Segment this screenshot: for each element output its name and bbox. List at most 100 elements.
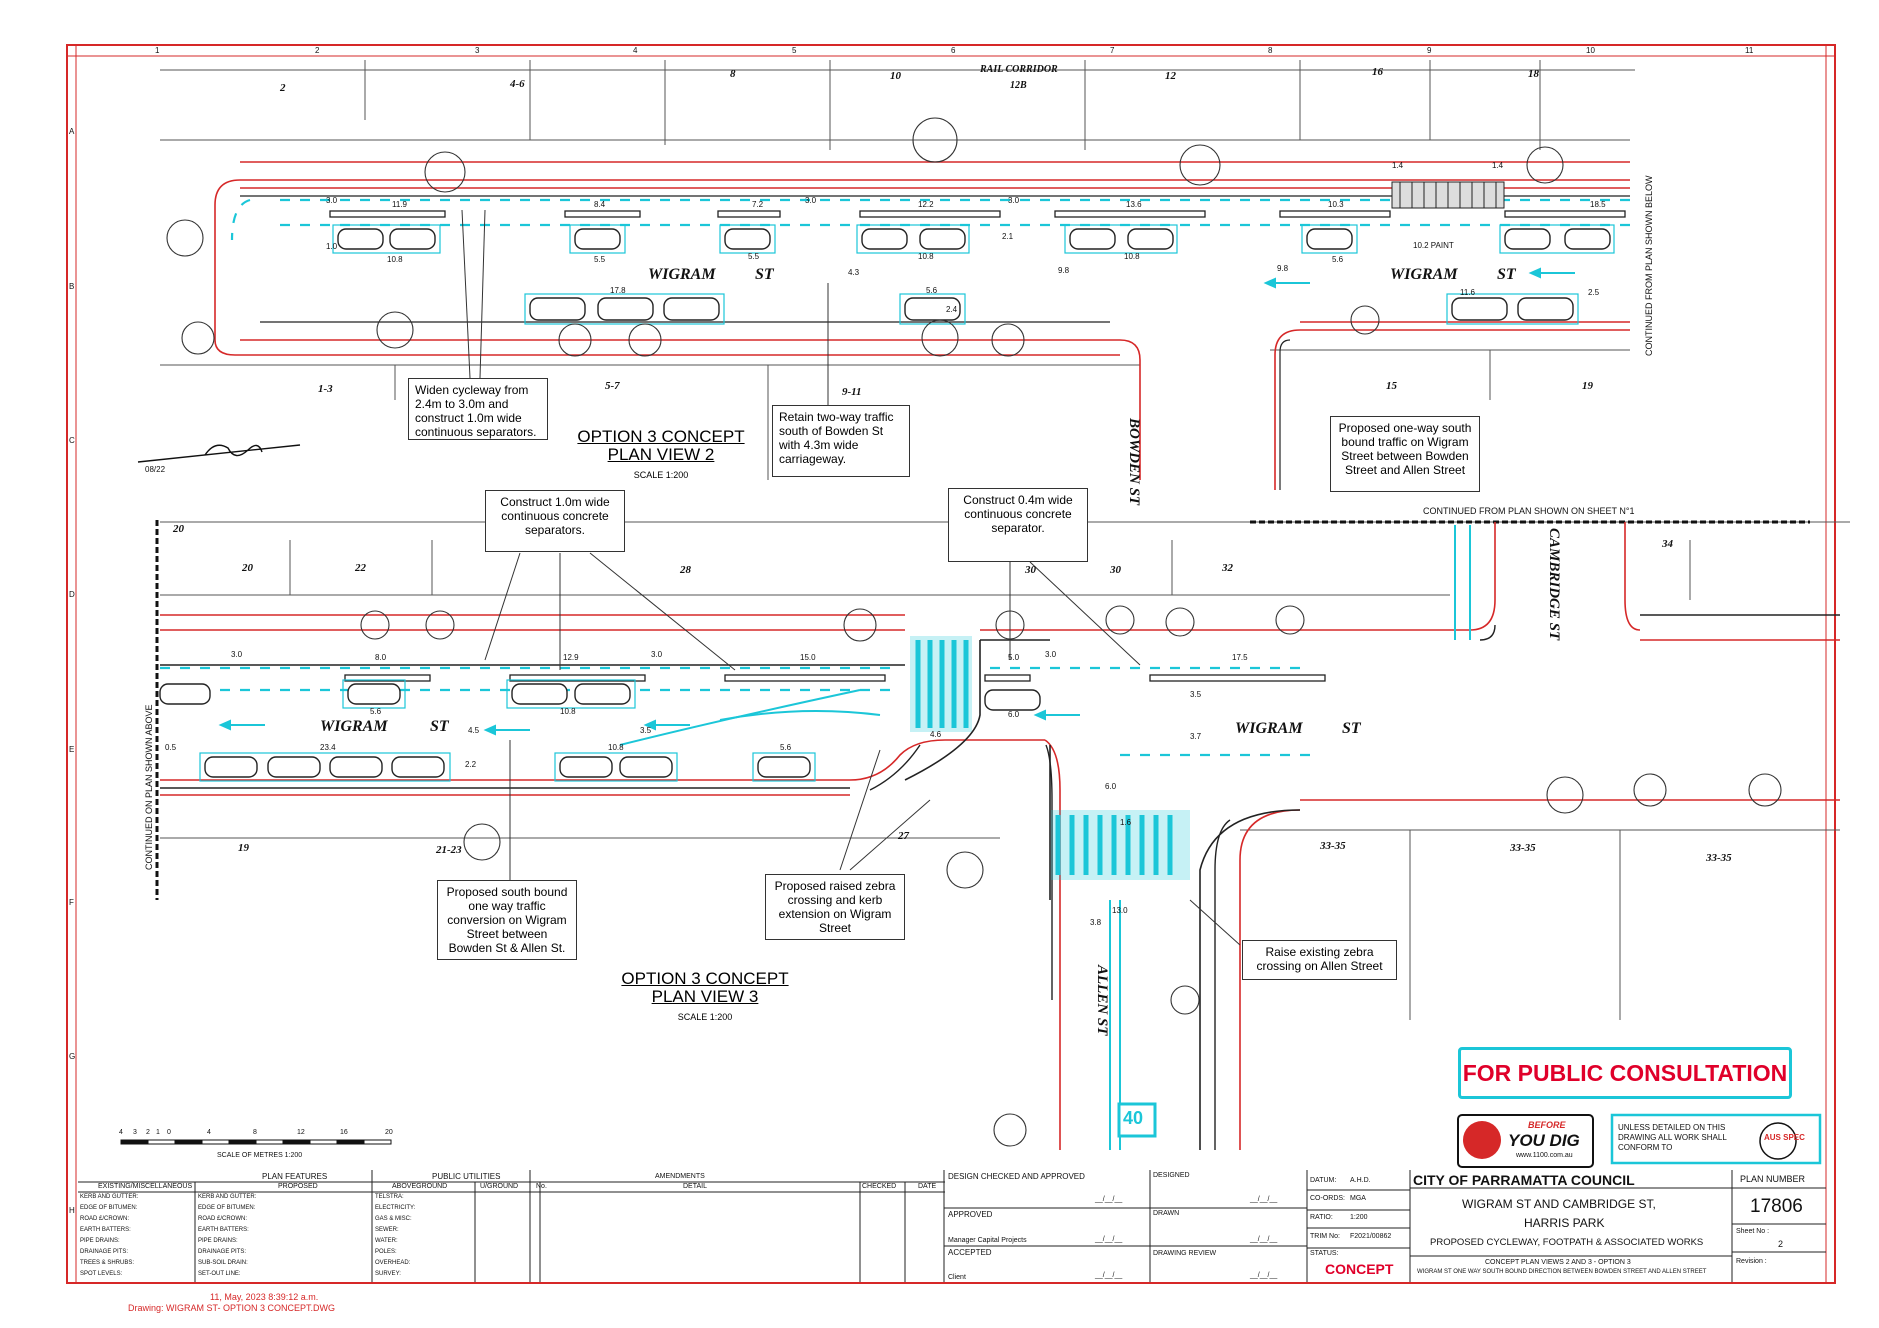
plan-view-3-title-line2: PLAN VIEW 3 — [651, 987, 759, 1006]
meta-status-key: STATUS: — [1310, 1250, 1339, 1257]
dimension-label: 1.6 — [1120, 818, 1132, 827]
note-raise-existing-zebra: Raise existing zebra crossing on Allen S… — [1242, 940, 1397, 980]
scale-bar-tick: 20 — [385, 1129, 393, 1136]
legend-existing-row: TREES & SHRUBS: — [80, 1260, 135, 1266]
grid-label: 10 — [1586, 46, 1595, 55]
dimension-label: 5.0 — [1008, 653, 1020, 662]
dimension-label: 2.5 — [1588, 288, 1600, 297]
lot-number: 19 — [238, 842, 249, 854]
dimension-label: 4.6 — [930, 730, 942, 739]
grid-label: B — [69, 282, 75, 291]
meta-coords-value: MGA — [1350, 1195, 1366, 1202]
dimension-label: 5.6 — [1332, 255, 1344, 264]
grid-label: 4 — [633, 46, 638, 55]
grid-label: E — [69, 745, 75, 754]
dimension-label: 3.0 — [805, 196, 817, 205]
grid-label: F — [69, 898, 74, 907]
amendments-date: DATE — [918, 1183, 937, 1190]
street-name-st: ST — [755, 266, 774, 283]
street-name-wigram: WIGRAM — [1390, 266, 1458, 283]
lot-number: 21-23 — [436, 844, 462, 856]
signoff-design-checked: DESIGN CHECKED AND APPROVED — [948, 1172, 1085, 1181]
lot-number: 4-6 — [510, 78, 525, 90]
amendments-no: No. — [536, 1183, 547, 1190]
grid-label: H — [69, 1206, 75, 1215]
legend-utility-row: GAS & MISC: — [375, 1216, 412, 1222]
lot-number: 27 — [898, 830, 909, 842]
legend-proposed-row: DRAINAGE PITS: — [198, 1249, 247, 1255]
meta-ratio-key: RATIO: — [1310, 1214, 1333, 1221]
street-name-wigram: WIGRAM — [320, 718, 388, 735]
legend-utility-row: ELECTRICITY: — [375, 1205, 416, 1211]
dimension-label: 17.8 — [610, 286, 626, 295]
legend-existing-row: SPOT LEVELS: — [80, 1271, 123, 1277]
lot-number: 12 — [1165, 70, 1176, 82]
legend-existing-row: EARTH BATTERS: — [80, 1227, 131, 1233]
plan-view-3-scale: SCALE 1:200 — [677, 1012, 733, 1022]
lot-number: 5-7 — [605, 380, 620, 392]
project-line2: HARRIS PARK — [1524, 1216, 1605, 1230]
legend-existing-row: KERB AND GUTTER: — [80, 1194, 139, 1200]
legend-proposed-row: SET-OUT LINE: — [198, 1271, 241, 1277]
dimension-label: 7.2 — [752, 200, 764, 209]
dimension-label: 1.4 — [1392, 161, 1404, 170]
legend-proposed-row: EDGE OF BITUMEN: — [198, 1205, 256, 1211]
note-retain-two-way: Retain two-way traffic south of Bowden S… — [772, 405, 910, 477]
legend-proposed: PROPOSED — [278, 1183, 318, 1190]
legend-public-utilities: PUBLIC UTILITIES — [432, 1172, 501, 1181]
dimension-label: 3.0 — [651, 650, 663, 659]
signoff-blank-date: __/__/__ — [1250, 1196, 1278, 1203]
plan-view-2-title-line2: PLAN VIEW 2 — [607, 445, 715, 464]
dimension-label: 17.5 — [1232, 653, 1248, 662]
lot-number: 32 — [1222, 562, 1233, 574]
grid-label: 9 — [1427, 46, 1432, 55]
street-name-st: ST — [1342, 720, 1361, 737]
scale-bar-tick: 0 — [167, 1129, 171, 1136]
dimension-label: 6.0 — [1008, 710, 1020, 719]
lot-number: 20 — [173, 523, 184, 535]
footer: 11, May, 2023 8:39:12 a.m. Drawing: WIGR… — [128, 1292, 335, 1314]
note-widen-cycleway: Widen cycleway from 2.4m to 3.0m and con… — [408, 378, 548, 440]
dimension-label: 10.2 PAINT — [1413, 241, 1454, 250]
dimension-label: 11.6 — [1460, 288, 1475, 297]
scale-bar-tick: 4 — [119, 1129, 123, 1136]
dyd-logo-icon — [1463, 1121, 1501, 1159]
meta-coords-key: CO-ORDS: — [1310, 1195, 1345, 1202]
lot-number: 28 — [680, 564, 691, 576]
dimension-label: 2.2 — [465, 760, 477, 769]
footer-drawing: Drawing: WIGRAM ST- OPTION 3 CONCEPT.DWG — [128, 1303, 336, 1313]
scale-bar-tick: 8 — [253, 1129, 257, 1136]
legend-proposed-row: KERB AND GUTTER: — [198, 1194, 257, 1200]
scale-bar-tick: 2 — [146, 1129, 150, 1136]
note-one-way-lower: Proposed south bound one way traffic con… — [437, 880, 577, 960]
lot-number: 30 — [1025, 564, 1036, 576]
dimension-label: 12.9 — [563, 653, 579, 662]
legend-utility-row: WATER: — [375, 1238, 398, 1244]
note-construct-04-separator: Construct 0.4m wide continuous concrete … — [948, 488, 1088, 562]
dyd-you-dig: YOU DIG — [1508, 1131, 1580, 1150]
street-name-st: ST — [430, 718, 449, 735]
lot-number: 15 — [1386, 380, 1397, 392]
dimension-label: 1.0 — [326, 242, 338, 251]
meta-trim-key: TRIM No: — [1310, 1233, 1340, 1240]
grid-label: G — [69, 1052, 76, 1061]
continued-label: CONTINUED ON PLAN SHOWN ABOVE — [144, 704, 154, 870]
lot-number: 2 — [280, 82, 286, 94]
legend-utility-row: SEWER: — [375, 1227, 399, 1233]
grid-label: 5 — [792, 46, 797, 55]
grid-label: 11 — [1745, 46, 1754, 55]
dimension-label: 3.0 — [1008, 196, 1020, 205]
signoff-blank-date: __/__/__ — [1250, 1272, 1278, 1279]
lot-number: 34 — [1662, 538, 1673, 550]
note-construct-1m-separators: Construct 1.0m wide continuous concrete … — [485, 490, 625, 552]
ausspec-note: UNLESS DETAILED ON THIS DRAWING ALL WORK… — [1618, 1123, 1727, 1152]
plan-view-3-title-line1: OPTION 3 CONCEPT — [621, 969, 789, 988]
legend-utility-row: OVERHEAD: — [375, 1260, 411, 1266]
council-name: CITY OF PARRAMATTA COUNCIL — [1413, 1172, 1635, 1188]
street-name-wigram: WIGRAM — [1235, 720, 1303, 737]
signoff-blank-date: __/__/__ — [1095, 1272, 1123, 1279]
dimension-label: 10.8 — [1124, 252, 1140, 261]
dimension-label: 5.6 — [370, 707, 382, 716]
signoff-approved: APPROVED — [948, 1210, 993, 1219]
lot-number: 20 — [242, 562, 253, 574]
